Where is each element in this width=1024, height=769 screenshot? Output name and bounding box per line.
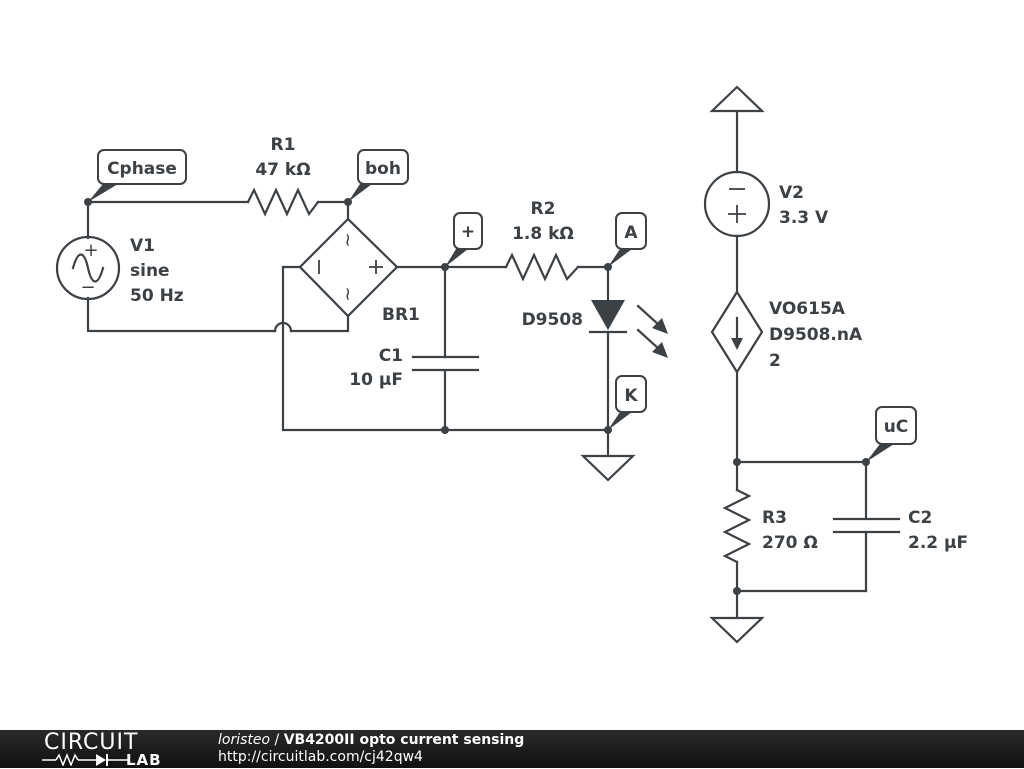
v1-minus-symbol: −	[80, 277, 95, 298]
r2-value: 1.8 kΩ	[512, 224, 574, 244]
vo615a-name: VO615A	[769, 299, 846, 319]
c2-name: C2	[908, 508, 932, 528]
junction-dots-right	[733, 458, 870, 595]
schematic-canvas: + − V1 sine 50 Hz R1 47 kΩ ~ ~ BR1 C1 10…	[55, 85, 968, 644]
resistor-diode-icon	[42, 752, 128, 766]
light-emission-arrows-icon	[636, 304, 668, 358]
author-link[interactable]: loristeo	[218, 732, 271, 748]
arrow-down-icon	[731, 338, 743, 350]
svg-text:A: A	[624, 223, 638, 243]
v2-name: V2	[779, 183, 804, 203]
title-separator: /	[270, 732, 284, 748]
v2-dc-source[interactable]	[703, 170, 771, 238]
svg-text:boh: boh	[365, 159, 401, 179]
wires-right	[735, 110, 868, 619]
vo615a-gain: 2	[769, 351, 781, 371]
ground-symbol-left	[580, 454, 636, 482]
v1-type: sine	[130, 261, 170, 281]
c2-value: 2.2 µF	[908, 533, 968, 553]
v1-name: V1	[130, 236, 155, 256]
net-label-boh[interactable]: boh	[348, 149, 409, 202]
r3-value: 270 Ω	[762, 533, 818, 553]
net-label-uc[interactable]: uC	[866, 406, 917, 462]
svg-text:K: K	[624, 386, 638, 406]
supply-rail-symbol	[709, 85, 765, 113]
v2-value: 3.3 V	[779, 208, 829, 228]
circuit-title: VB4200II opto current sensing	[283, 732, 525, 748]
net-label-cphase[interactable]: Cphase	[88, 149, 187, 202]
svg-text:+: +	[461, 222, 475, 242]
c1-value: 10 µF	[349, 370, 403, 390]
br1-ac1-pin: ~	[337, 232, 358, 247]
r1-resistor[interactable]	[246, 187, 320, 217]
circuit-url[interactable]: http://circuitlab.com/cj42qw4	[218, 749, 423, 765]
net-label-plus[interactable]: +	[445, 212, 483, 267]
logo-text-lab: LAB	[126, 751, 162, 769]
svg-text:Cphase: Cphase	[107, 159, 177, 179]
r1-value: 47 kΩ	[255, 160, 310, 180]
vo615a-control: D9508.nA	[769, 325, 863, 345]
d9508-led[interactable]	[588, 300, 668, 358]
br1-bridge-rectifier[interactable]: ~ ~	[298, 217, 399, 318]
footer-title-line: loristeo / VB4200II opto current sensing	[218, 732, 524, 748]
br1-name: BR1	[382, 305, 420, 325]
net-label-cathode[interactable]: K	[608, 375, 647, 430]
r2-name: R2	[531, 199, 556, 219]
v1-sine-source[interactable]: + −	[55, 235, 121, 301]
ground-symbol-right	[709, 616, 765, 644]
d9508-name: D9508	[522, 310, 583, 330]
vo615a-controlled-current-source[interactable]	[710, 289, 764, 375]
net-label-anode[interactable]: A	[608, 212, 647, 267]
c1-capacitor[interactable]	[411, 355, 480, 372]
c2-capacitor[interactable]	[832, 517, 901, 534]
br1-ac2-pin: ~	[337, 286, 358, 301]
footer-bar: CIRCUIT LAB loristeo / VB4200II opto cur…	[0, 730, 1024, 769]
v1-plus-symbol: +	[83, 240, 98, 261]
c1-name: C1	[379, 346, 403, 366]
r3-name: R3	[762, 508, 787, 528]
r3-resistor[interactable]	[722, 488, 752, 564]
v1-frequency: 50 Hz	[130, 286, 184, 306]
logo-text-circuit: CIRCUIT	[44, 730, 139, 755]
svg-text:uC: uC	[884, 417, 909, 437]
circuitlab-logo[interactable]: CIRCUIT LAB	[40, 730, 180, 769]
r1-name: R1	[271, 135, 296, 155]
r2-resistor[interactable]	[504, 252, 580, 282]
